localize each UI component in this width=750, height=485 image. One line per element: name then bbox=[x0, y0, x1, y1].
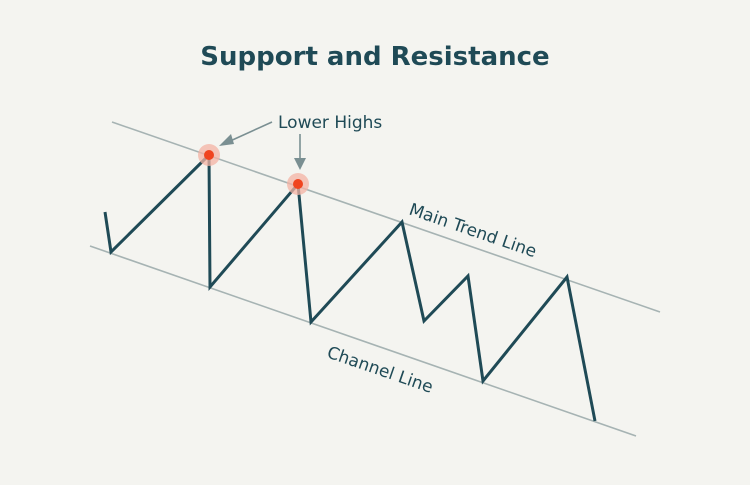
diagram-title: Support and Resistance bbox=[200, 42, 549, 72]
arrow-to-first-high bbox=[219, 121, 273, 146]
arrow-to-second-high bbox=[294, 134, 306, 170]
lower-highs-label: Lower Highs bbox=[278, 113, 382, 133]
lower-high-marker-2 bbox=[287, 173, 309, 195]
lower-high-marker-1 bbox=[198, 144, 220, 166]
price-zigzag-line bbox=[103, 151, 597, 422]
channel-line bbox=[89, 245, 637, 437]
